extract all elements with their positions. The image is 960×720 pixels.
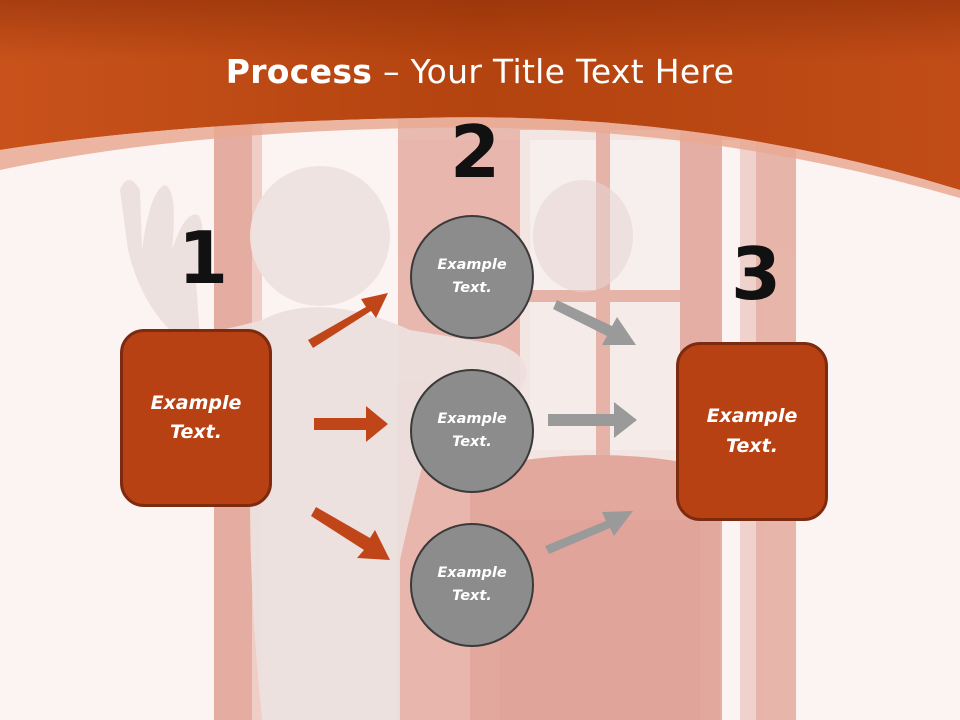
step-2-circle-middle: Example Text. <box>410 369 534 493</box>
step-3-box: Example Text. <box>676 342 828 521</box>
step-number-2: 2 <box>450 110 501 194</box>
step-number-3: 3 <box>731 232 782 316</box>
step-3-text: Example Text. <box>706 405 798 457</box>
step-2-circle-top: Example Text. <box>410 215 534 339</box>
gray-arrow-up <box>545 511 633 554</box>
circle-bottom-text: Example Text. <box>437 564 507 604</box>
figure-illustration <box>120 166 633 720</box>
orange-arrow-down <box>311 507 390 560</box>
step-2-circle-bottom: Example Text. <box>410 523 534 647</box>
gray-arrow-right <box>548 402 637 438</box>
title-bold: Process <box>225 52 373 91</box>
orange-arrow-up <box>308 293 388 348</box>
circle-middle-text: Example Text. <box>437 410 507 450</box>
step-1-text: Example Text. <box>150 391 242 443</box>
slide-title: Process – Your Title Text Here <box>0 52 960 91</box>
title-rest: – Your Title Text Here <box>372 52 735 91</box>
circle-top-text: Example Text. <box>437 256 507 296</box>
orange-arrow-right <box>314 406 388 442</box>
step-number-1: 1 <box>178 216 229 300</box>
gray-arrow-down <box>553 300 636 345</box>
step-1-box: Example Text. <box>120 329 272 507</box>
